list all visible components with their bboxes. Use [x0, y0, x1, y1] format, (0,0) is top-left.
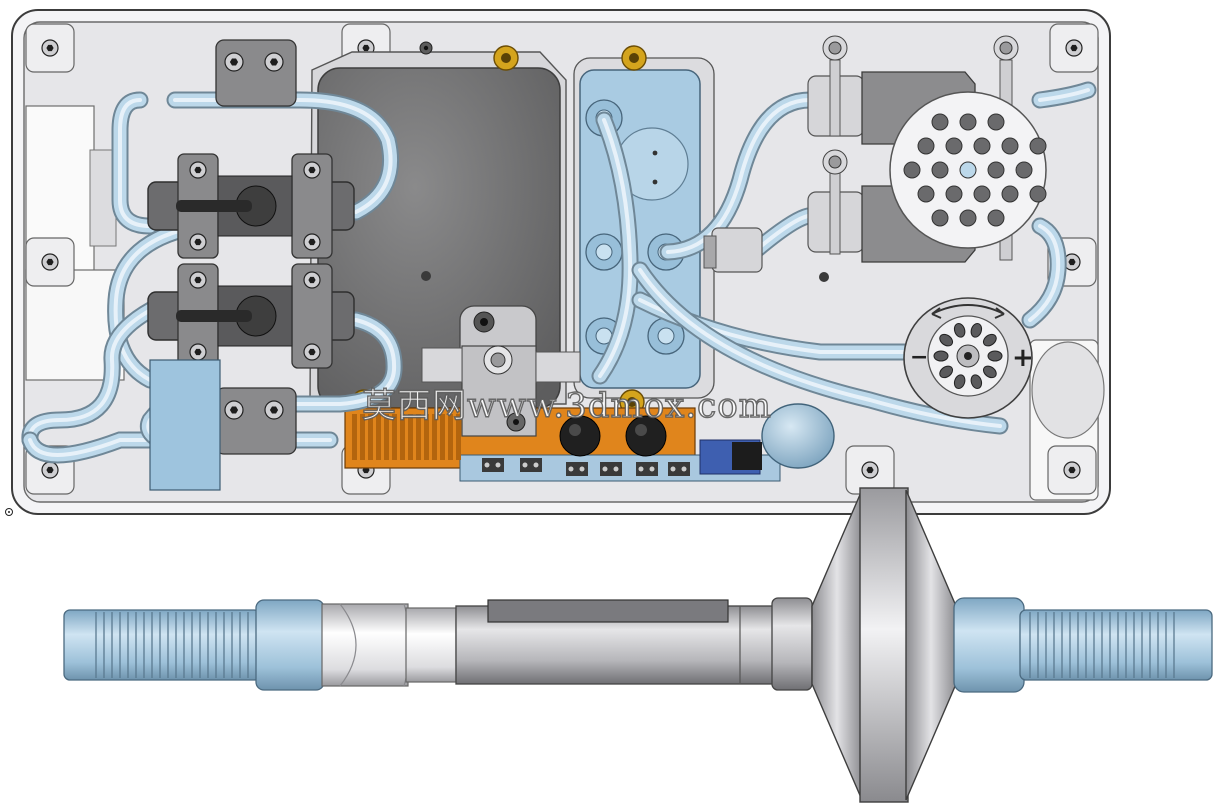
- hex-socket-screw-icon: [1065, 39, 1083, 57]
- valve-bracket: [215, 387, 297, 455]
- hex-socket-screw-icon: [189, 271, 207, 289]
- knob-plus-label: +: [1012, 343, 1034, 373]
- hex-socket-screw-icon: [41, 253, 59, 271]
- filter-hole: [987, 113, 1005, 131]
- hex-socket-screw-icon: [1063, 461, 1081, 479]
- hex-socket-screw-icon: [861, 461, 879, 479]
- mounting-boss: [25, 237, 75, 287]
- filter-hole: [931, 161, 949, 179]
- filter-hole: [1001, 137, 1019, 155]
- brass-screw-icon: [493, 45, 519, 71]
- pcb-pin: [432, 414, 437, 460]
- blue-bracket: [149, 359, 221, 491]
- perforated-filter-disc: [889, 91, 1047, 249]
- pcb-component: [668, 462, 690, 476]
- pcb-component: [636, 462, 658, 476]
- knob-hole: [953, 374, 966, 390]
- knob-hole: [987, 350, 1003, 362]
- brass-screw-icon: [621, 45, 647, 71]
- filter-hole: [917, 185, 935, 203]
- filter-hole: [987, 161, 1005, 179]
- valve-lever: [176, 200, 252, 212]
- pcb-board: [344, 403, 835, 482]
- knob-hole: [970, 374, 983, 390]
- knob-hole: [939, 365, 954, 379]
- hex-socket-screw-icon: [41, 39, 59, 57]
- knob-minus-plus-icon[interactable]: − +: [903, 297, 1034, 419]
- hex-socket-screw-icon: [303, 161, 321, 179]
- pcb-component: [566, 462, 588, 476]
- pcb-pin: [448, 414, 453, 460]
- filter-hole: [959, 113, 977, 131]
- filter-shaft-assembly: [63, 487, 1213, 803]
- solenoid-valve: [147, 263, 355, 369]
- knob-minus-label: −: [910, 345, 928, 370]
- mounting-boss: [1049, 23, 1099, 73]
- origin-marker-icon: [5, 508, 13, 516]
- pcb-pin: [440, 414, 445, 460]
- pcb-pin: [392, 414, 397, 460]
- filter-hole: [987, 209, 1005, 227]
- hex-socket-screw-icon: [41, 461, 59, 479]
- pcb-pin: [408, 414, 413, 460]
- filter-hole: [945, 185, 963, 203]
- hex-socket-screw-icon: [303, 271, 321, 289]
- pcb-pin: [352, 414, 357, 460]
- filter-hole: [973, 137, 991, 155]
- manifold-block: [573, 57, 715, 399]
- filter-hole: [903, 161, 921, 179]
- filter-hole: [917, 137, 935, 155]
- hex-socket-screw-icon: [189, 233, 207, 251]
- valve-lever: [176, 310, 252, 322]
- filter-hole: [945, 137, 963, 155]
- pcb-pin: [368, 414, 373, 460]
- filter-hole: [931, 113, 949, 131]
- hex-socket-screw-icon: [224, 400, 244, 420]
- pcb-pin: [360, 414, 365, 460]
- hex-socket-screw-icon: [189, 161, 207, 179]
- filter-hole: [1001, 185, 1019, 203]
- filter-hole: [1015, 161, 1033, 179]
- knob-hole: [953, 322, 966, 338]
- hex-socket-screw-icon: [224, 52, 244, 72]
- mounting-boss: [845, 445, 895, 495]
- filter-hole: [931, 209, 949, 227]
- valve-bracket: [215, 39, 297, 107]
- solenoid-valve: [147, 153, 355, 259]
- center-tee-fitting: [421, 305, 581, 437]
- pcb-pin: [456, 414, 461, 460]
- mounting-boss: [25, 23, 75, 73]
- knob-hole: [982, 365, 997, 379]
- knob-hole: [939, 333, 954, 347]
- filter-hole: [959, 209, 977, 227]
- filter-hole: [959, 161, 977, 179]
- knob-hole: [933, 350, 949, 362]
- hex-socket-screw-icon: [264, 52, 284, 72]
- valve-assemblies: [147, 39, 355, 491]
- pcb-pin: [424, 414, 429, 460]
- pcb-pin: [400, 414, 405, 460]
- hex-socket-screw-icon: [303, 343, 321, 361]
- hex-socket-screw-icon: [189, 343, 207, 361]
- mounting-boss: [1047, 445, 1097, 495]
- filter-hole: [973, 185, 991, 203]
- pcb-component: [482, 458, 504, 472]
- pcb-pin: [376, 414, 381, 460]
- filter-hole: [1029, 185, 1047, 203]
- pcb-pin: [416, 414, 421, 460]
- hex-socket-screw-icon: [264, 400, 284, 420]
- pcb-pin: [384, 414, 389, 460]
- pcb-component: [600, 462, 622, 476]
- knob-hole: [982, 333, 997, 347]
- knob-hole: [970, 322, 983, 338]
- filter-hole: [1029, 137, 1047, 155]
- pcb-component: [520, 458, 542, 472]
- hex-socket-screw-icon: [303, 233, 321, 251]
